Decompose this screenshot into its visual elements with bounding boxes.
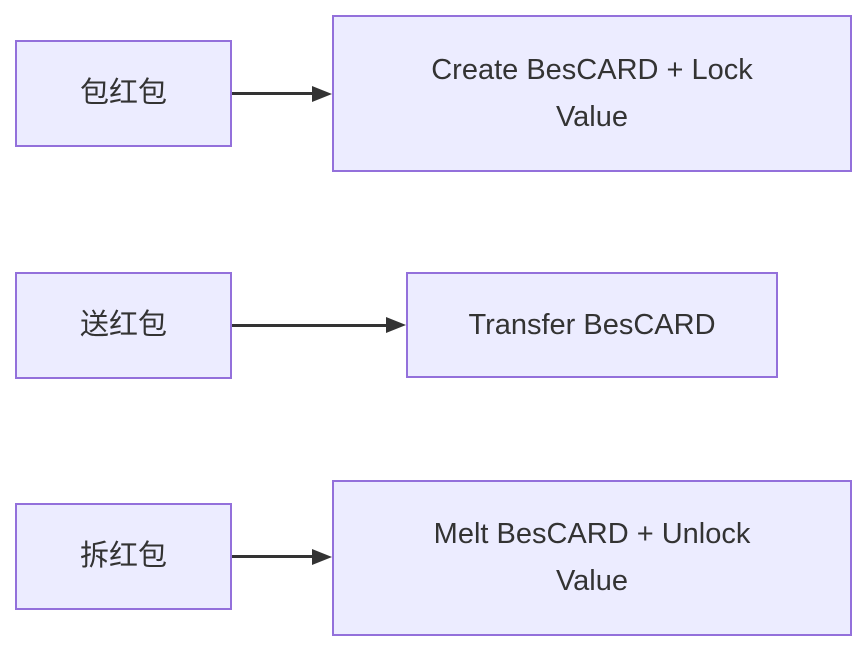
node-label: Create BesCARD + Lock Value <box>431 53 753 133</box>
node-bao-hongbao: 包红包 <box>15 40 232 147</box>
edge-row3-arrowhead-icon <box>312 548 332 565</box>
edge-row1-arrowhead-icon <box>312 85 332 102</box>
node-chai-hongbao: 拆红包 <box>15 503 232 610</box>
edge-row2-arrowhead-icon <box>386 317 406 333</box>
edge-row3-line <box>232 555 312 558</box>
edge-row1-line <box>232 92 313 95</box>
node-song-hongbao: 送红包 <box>15 272 232 379</box>
edge-row2-line <box>232 323 386 327</box>
node-create-bescard-lock-value: Create BesCARD + Lock Value <box>332 15 852 172</box>
node-label: 送红包 <box>79 309 167 341</box>
node-label: Transfer BesCARD <box>468 308 716 341</box>
node-melt-bescard-unlock-value: Melt BesCARD + Unlock Value <box>332 480 852 636</box>
node-label: Melt BesCARD + Unlock Value <box>433 518 751 597</box>
node-label: 拆红包 <box>79 540 167 572</box>
node-label: 包红包 <box>79 77 167 109</box>
node-transfer-bescard: Transfer BesCARD <box>406 272 778 378</box>
